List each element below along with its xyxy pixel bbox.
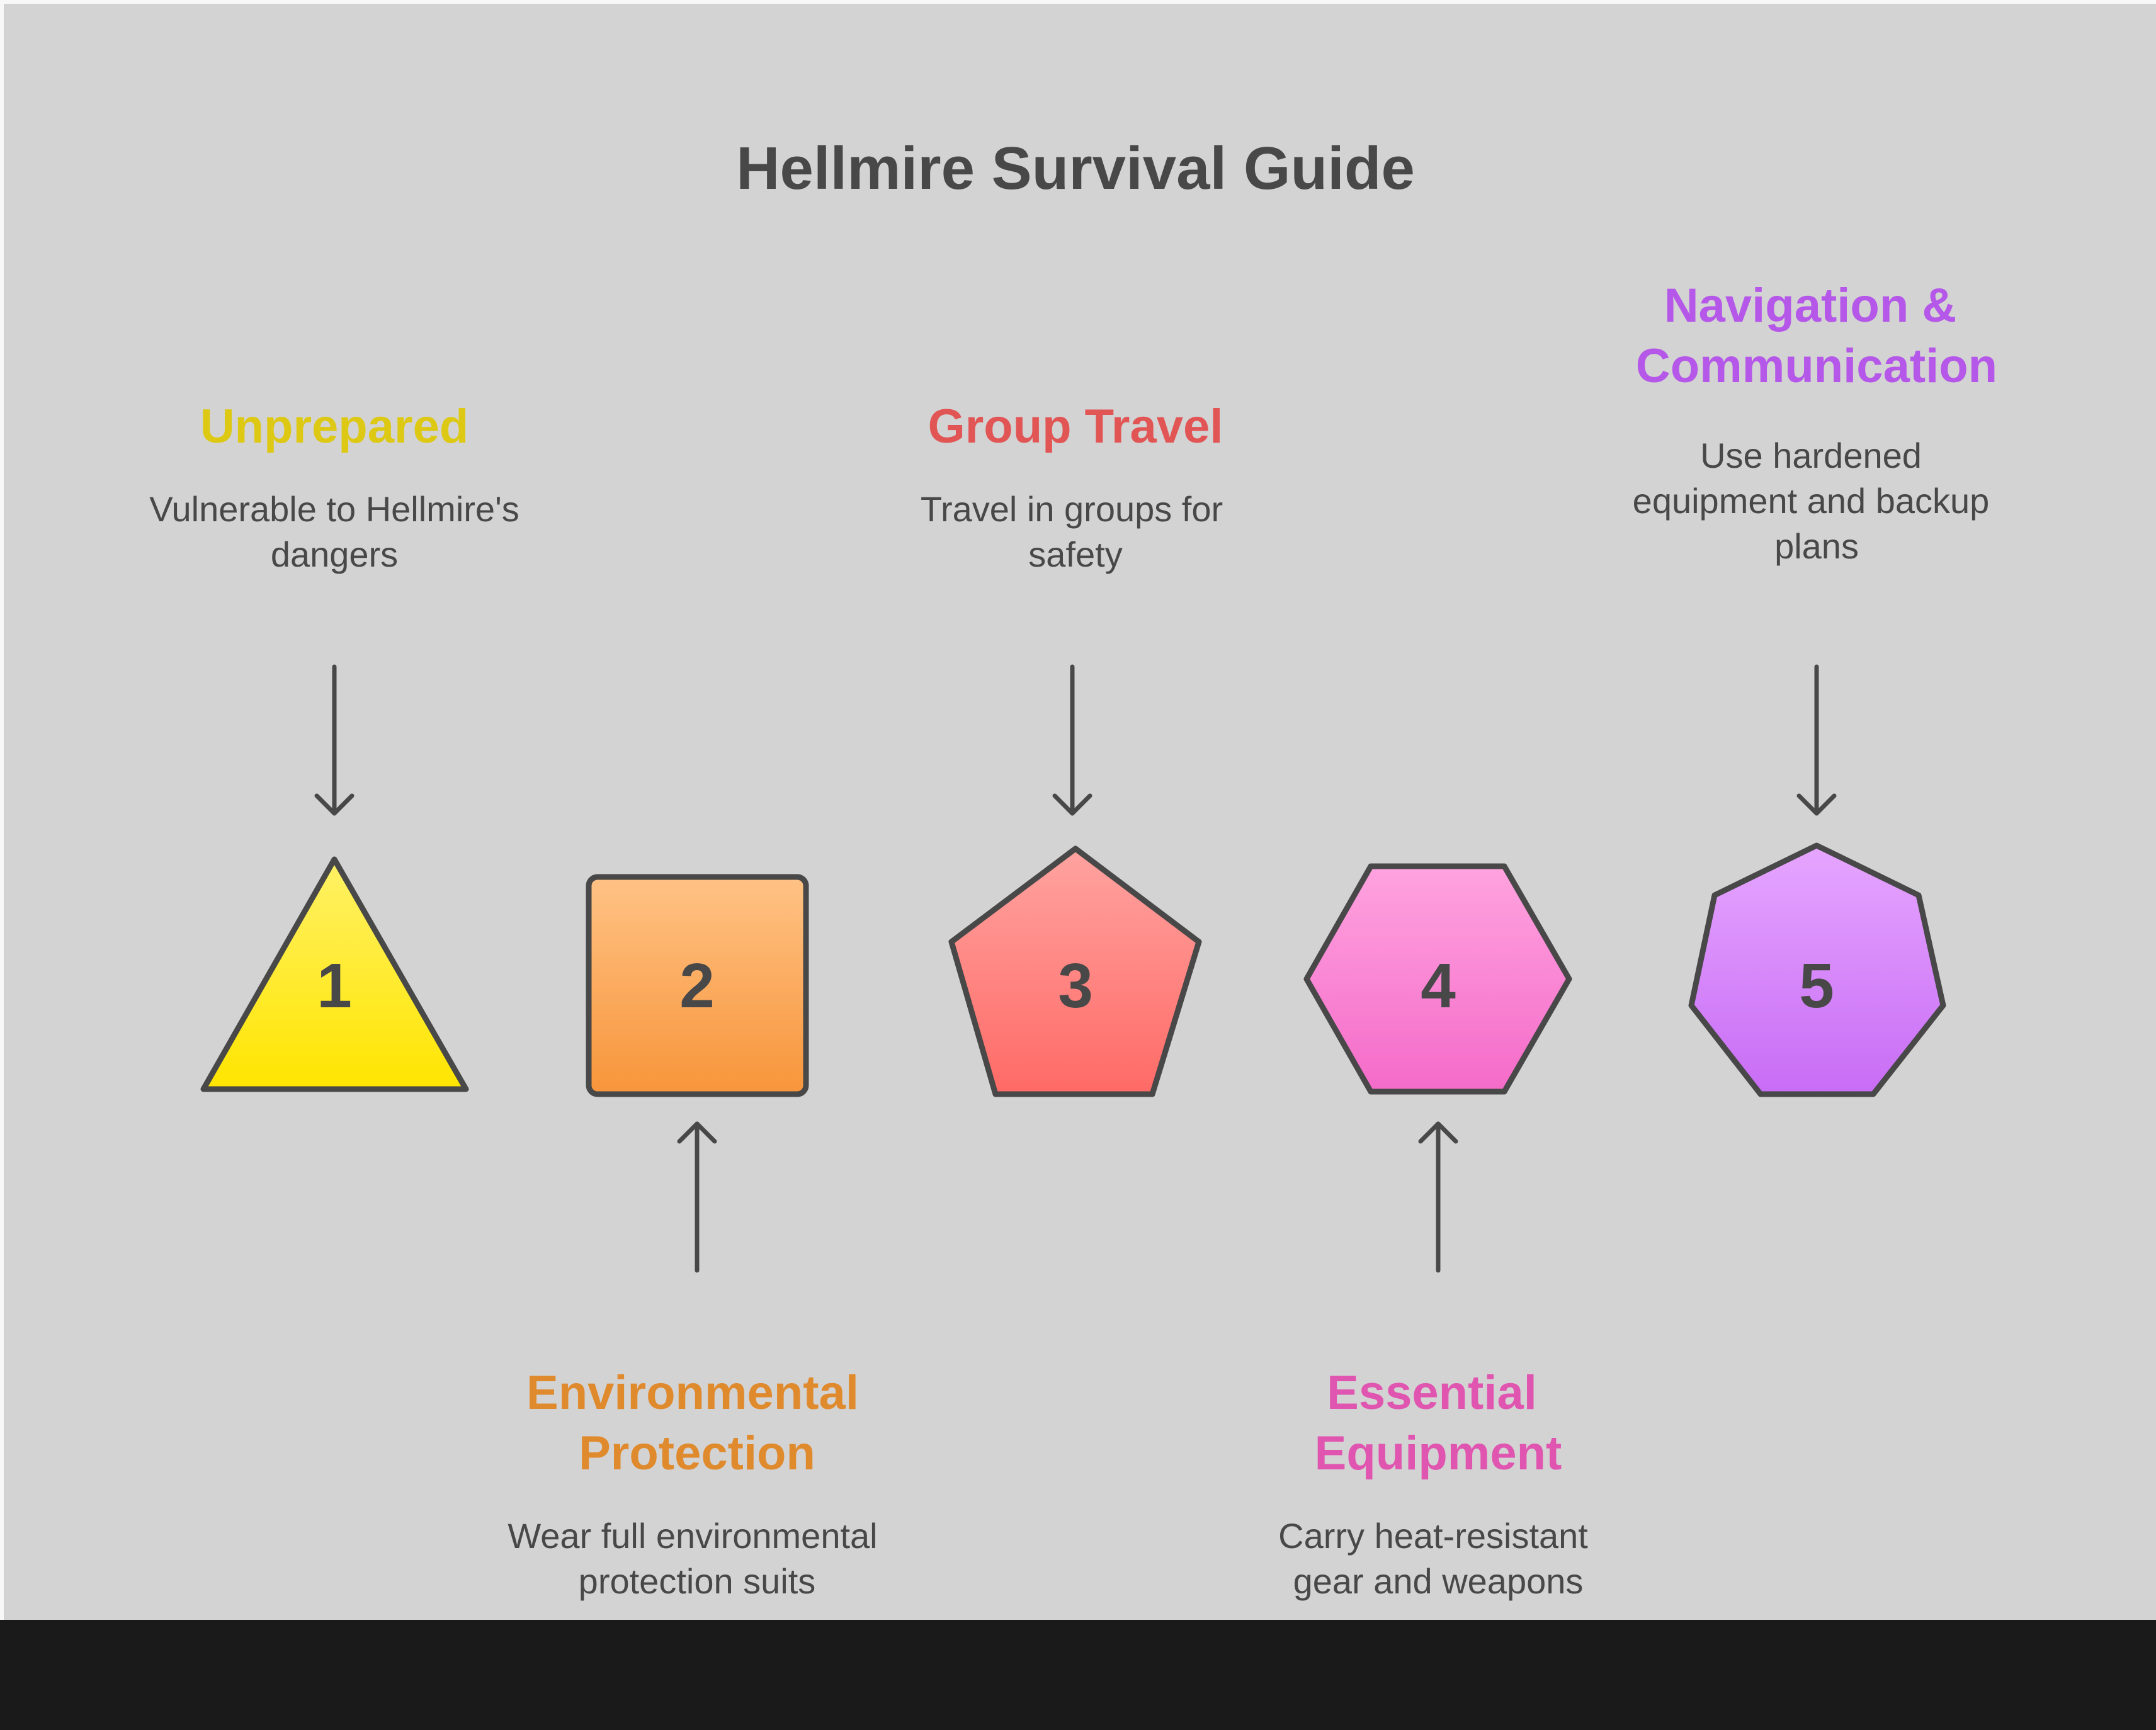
bottom-bar: [0, 1620, 2156, 1730]
step-3-description-line-2: safety: [1028, 534, 1122, 574]
step-2-heading-line-1: Environmental: [526, 1366, 859, 1420]
step-2-description-line-2: protection suits: [579, 1561, 816, 1601]
step-4-description-line-1: Carry heat-resistant: [1278, 1516, 1588, 1556]
step-1: Unprepared Vulnerable to Hellmire's dang…: [149, 400, 519, 1092]
step-3: Group Travel Travel in groups for safety…: [921, 400, 1223, 1097]
pentagon-shape: [948, 845, 1202, 1097]
step-5-description-line-1: Use hardened: [1700, 436, 1922, 475]
step-3-number: 3: [1058, 951, 1093, 1021]
arrow-down-icon: [1796, 664, 1837, 816]
step-2-description-line-1: Wear full environmental: [508, 1516, 877, 1556]
step-1-heading: Unprepared: [200, 400, 469, 453]
step-5-description-line-2: equipment and backup: [1633, 481, 1990, 521]
step-1-number: 1: [317, 951, 352, 1021]
arrow-down-icon: [1052, 664, 1092, 816]
step-4: 4 Essential Equipment Carry heat-resista…: [1278, 863, 1588, 1601]
step-1-description-line-2: dangers: [271, 534, 398, 574]
arrow-up-icon: [1418, 1121, 1458, 1273]
step-5-heading-line-1: Navigation &: [1664, 279, 1957, 332]
step-2: 2 Environmental Protection Wear full env…: [508, 874, 878, 1601]
step-1-description-line-1: Vulnerable to Hellmire's: [149, 489, 519, 529]
step-5-number: 5: [1799, 951, 1834, 1021]
triangle-shape: [200, 856, 469, 1092]
step-2-heading-line-2: Protection: [579, 1427, 815, 1480]
square-shape: [586, 874, 809, 1097]
hexagon-shape: [1303, 863, 1572, 1095]
step-2-number: 2: [679, 951, 715, 1021]
canvas-background: [4, 4, 2156, 1620]
step-5-heading-line-2: Communication: [1636, 339, 1997, 393]
arrow-down-icon: [314, 664, 355, 816]
page-title: Hellmire Survival Guide: [736, 135, 1415, 202]
step-3-description-line-1: Travel in groups for: [921, 489, 1223, 529]
step-5: Navigation & Communication Use hardened …: [1633, 279, 1997, 1097]
step-3-heading: Group Travel: [928, 400, 1223, 453]
step-4-description-line-2: gear and weapons: [1293, 1561, 1584, 1601]
step-5-description-line-3: plans: [1774, 526, 1859, 566]
arrow-up-icon: [677, 1121, 717, 1273]
step-4-heading-line-2: Equipment: [1315, 1427, 1562, 1480]
heptagon-shape: [1688, 842, 1946, 1097]
step-4-heading-line-1: Essential: [1327, 1366, 1537, 1420]
step-4-number: 4: [1421, 951, 1456, 1021]
